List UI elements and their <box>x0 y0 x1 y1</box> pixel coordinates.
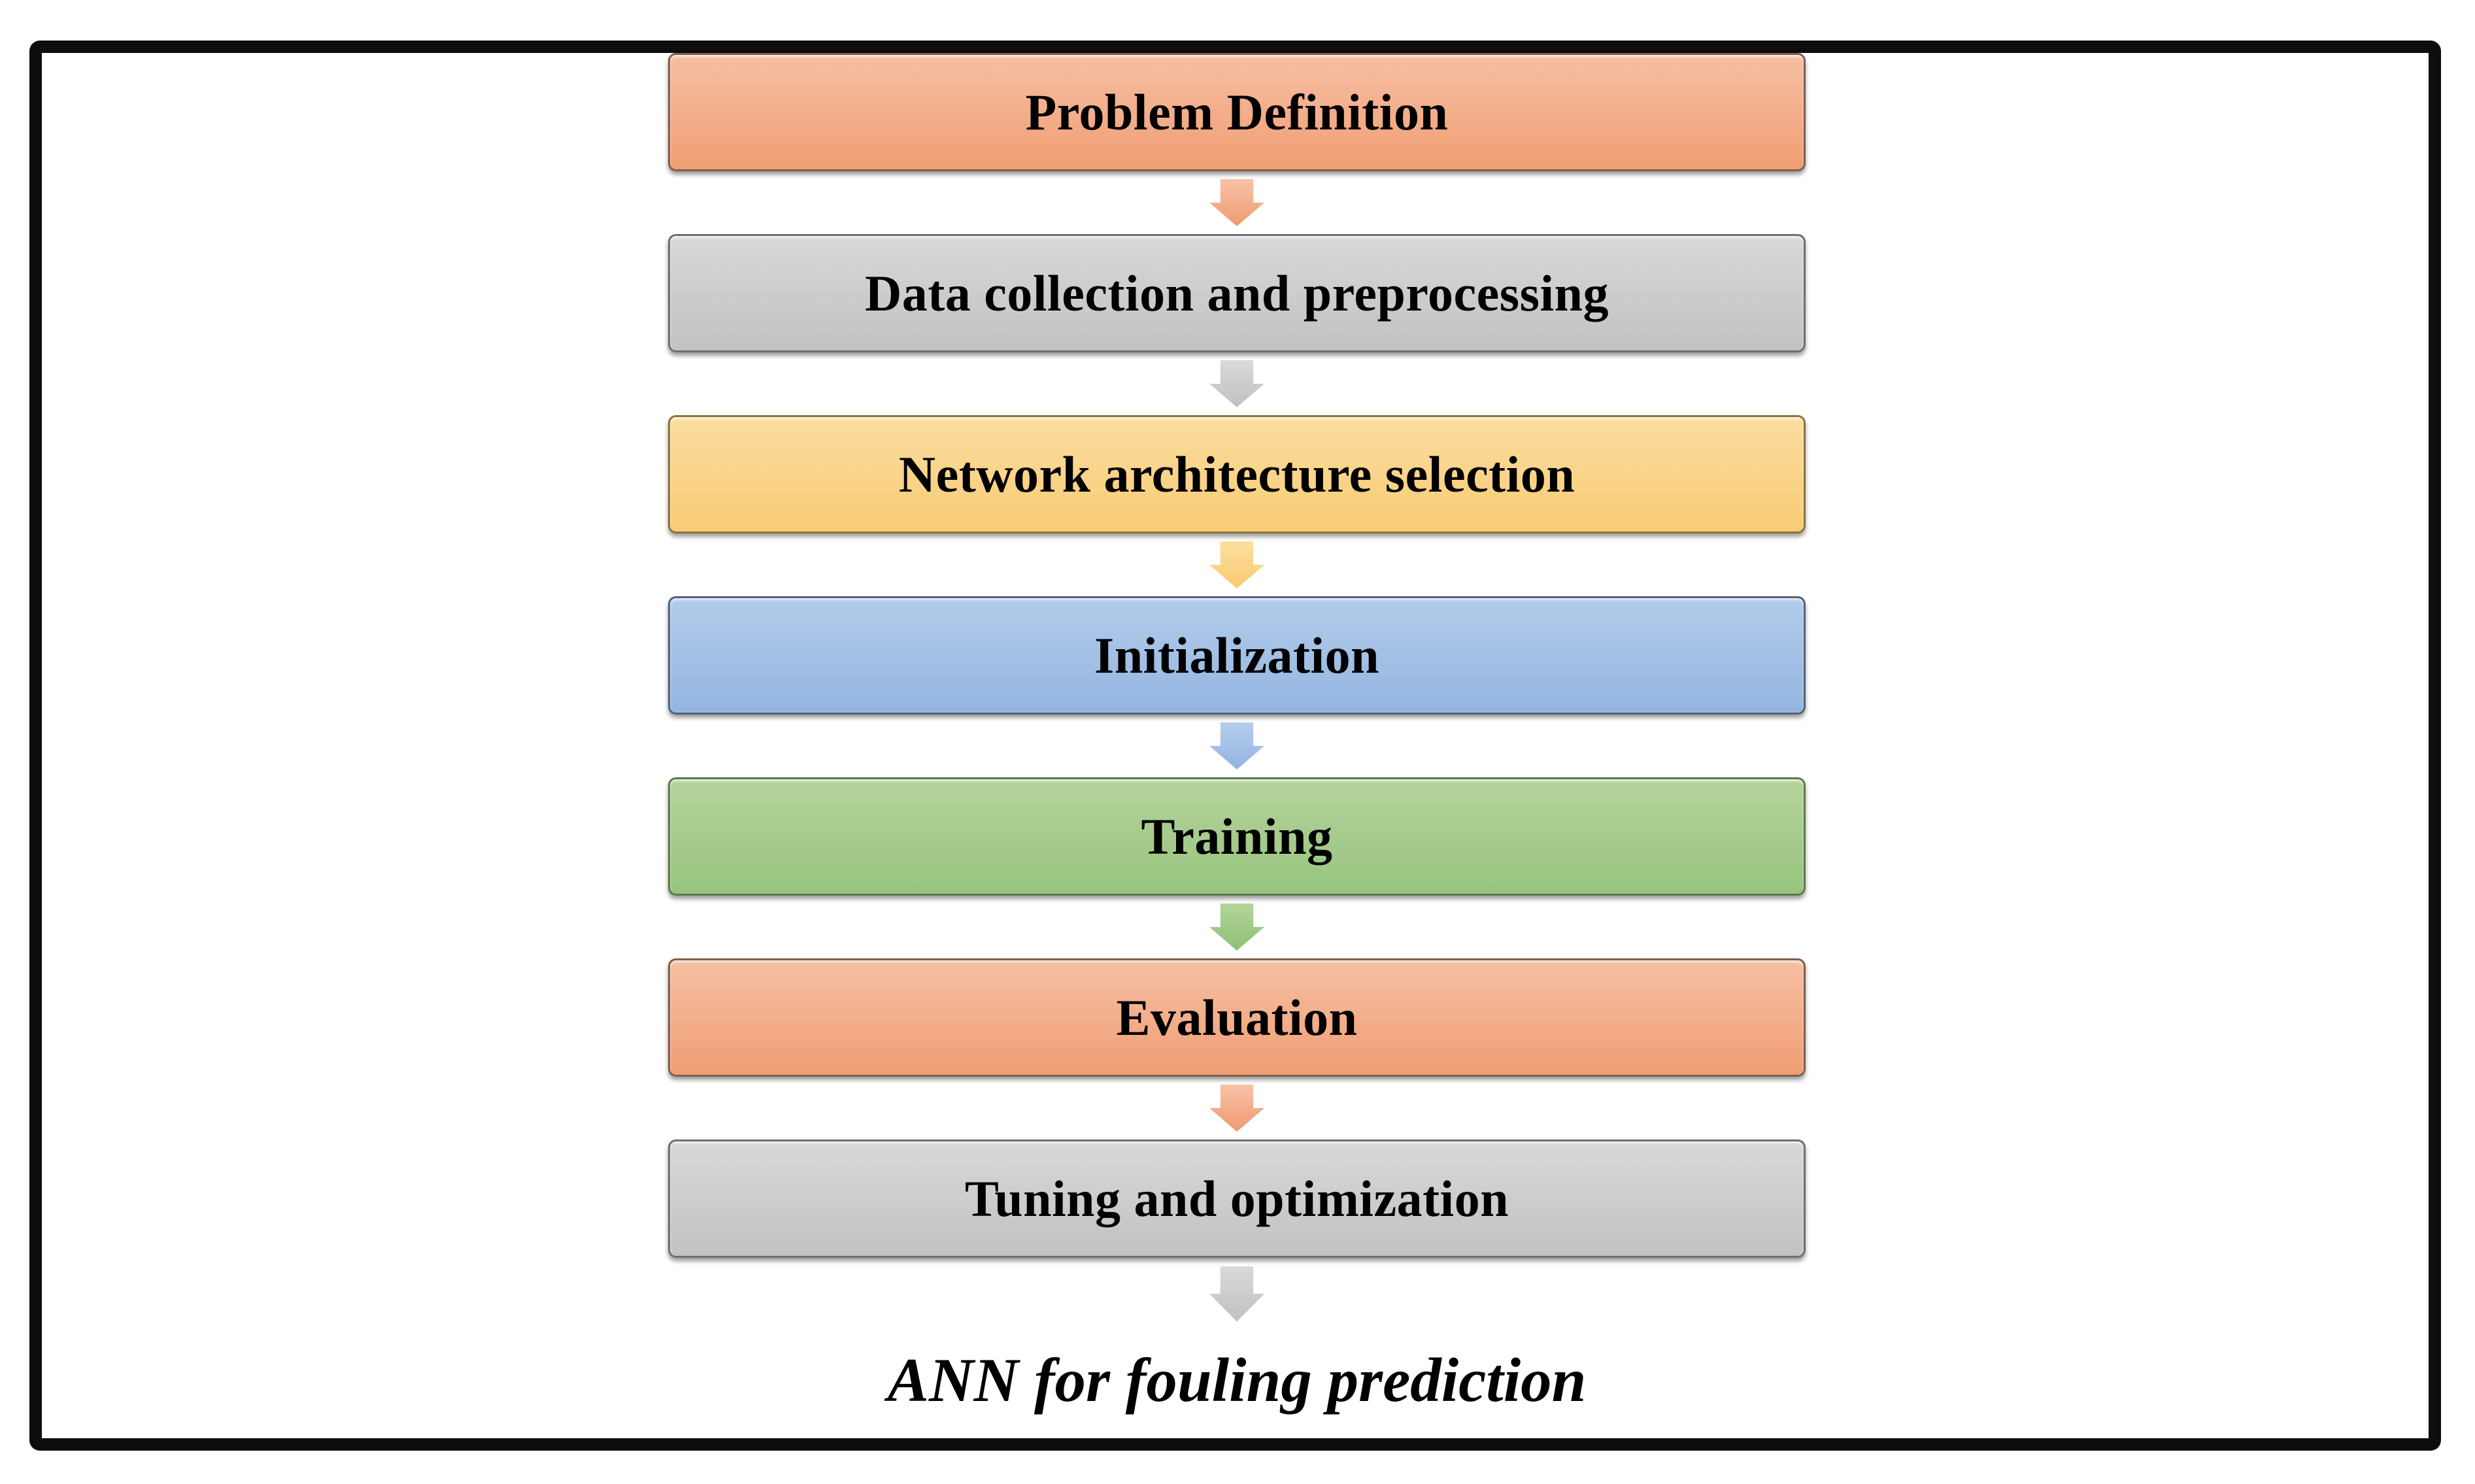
step-box-initialization: Initialization <box>668 596 1806 715</box>
step-box-training: Training <box>668 777 1806 896</box>
step-label: Network architecture selection <box>898 445 1575 503</box>
connector-slot <box>668 1258 1806 1330</box>
connector-slot <box>668 533 1806 596</box>
step-label: Data collection and preprocessing <box>864 264 1609 322</box>
step-box-evaluation: Evaluation <box>668 958 1806 1077</box>
step-label: Training <box>1141 807 1333 865</box>
down-arrow-icon <box>1209 722 1264 769</box>
step-data-collection: Data collection and preprocessing <box>668 234 1806 415</box>
step-box-problem-definition: Problem Definition <box>668 53 1806 171</box>
step-problem-definition: Problem Definition <box>668 53 1806 234</box>
connector-slot <box>668 352 1806 415</box>
diagram-caption: ANN for fouling prediction <box>887 1345 1587 1415</box>
connector-slot <box>668 1077 1806 1139</box>
step-box-data-collection: Data collection and preprocessing <box>668 234 1806 352</box>
down-arrow-icon <box>1209 1266 1264 1322</box>
down-arrow-icon <box>1209 903 1264 951</box>
down-arrow-icon <box>1209 1085 1264 1132</box>
step-label: Problem Definition <box>1025 83 1449 141</box>
step-evaluation: Evaluation <box>668 958 1806 1139</box>
step-box-tuning-optimization: Tuning and optimization <box>668 1139 1806 1258</box>
step-box-network-architecture: Network architecture selection <box>668 415 1806 533</box>
step-training: Training <box>668 777 1806 958</box>
connector-slot <box>668 171 1806 234</box>
connector-slot <box>668 896 1806 958</box>
step-label: Initialization <box>1094 626 1380 684</box>
step-label: Evaluation <box>1116 988 1358 1046</box>
down-arrow-icon <box>1209 360 1264 407</box>
down-arrow-icon <box>1209 541 1264 588</box>
step-initialization: Initialization <box>668 596 1806 777</box>
step-label: Tuning and optimization <box>964 1170 1509 1227</box>
connector-slot <box>668 715 1806 777</box>
diagram-border <box>29 41 2441 1451</box>
down-arrow-icon <box>1209 179 1264 226</box>
step-tuning-optimization: Tuning and optimization <box>668 1139 1806 1330</box>
flowchart-column: Problem Definition Data collection and p… <box>668 53 1806 1417</box>
step-network-architecture: Network architecture selection <box>668 415 1806 596</box>
